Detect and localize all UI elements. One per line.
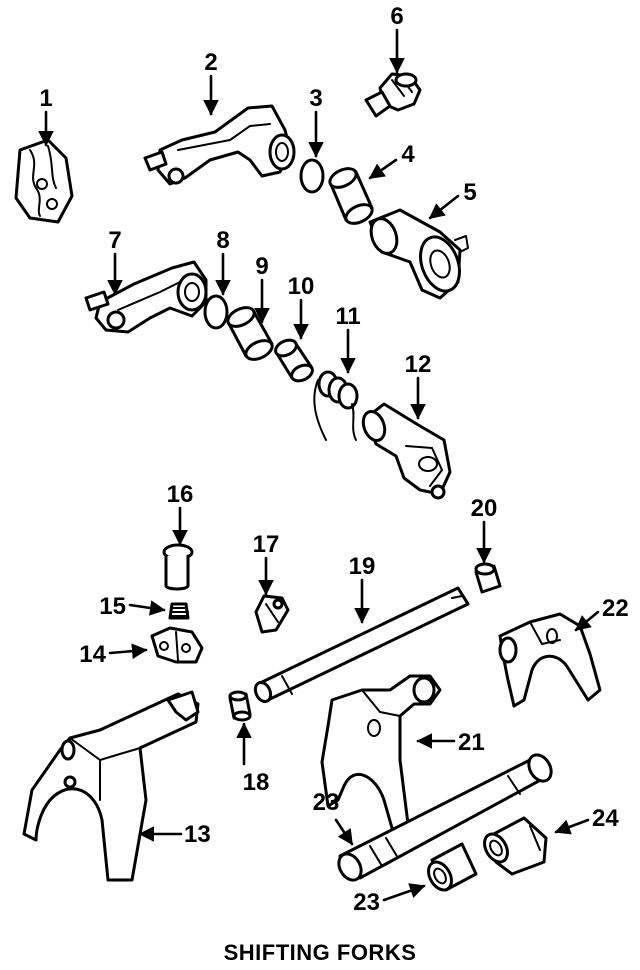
part-16-plug[interactable] (162, 543, 194, 591)
part-5-shift-shaft[interactable] (367, 208, 469, 300)
part-14-interlock[interactable] (150, 626, 204, 664)
callout-18: 18 (243, 769, 270, 796)
callout-16: 16 (167, 481, 194, 508)
part-3-o-ring[interactable] (299, 158, 325, 194)
part-22-shift-fork[interactable] (498, 612, 602, 708)
part-18-bushing[interactable] (228, 690, 252, 722)
callout-20: 20 (471, 495, 498, 522)
part-19-shift-rail[interactable] (252, 586, 470, 704)
callout-3: 3 (309, 85, 322, 112)
part-8-o-ring[interactable] (203, 294, 229, 330)
part-6-switch[interactable] (364, 72, 422, 118)
callout-7: 7 (108, 227, 121, 254)
callout-17: 17 (253, 531, 280, 558)
callout-21: 21 (458, 729, 485, 756)
part-7-shift-lever[interactable] (84, 260, 208, 334)
callout-4: 4 (401, 141, 415, 168)
part-1-bracket[interactable] (14, 138, 74, 224)
part-11-spring[interactable] (313, 370, 359, 441)
leader-arrows (38, 28, 600, 902)
part-17-detent[interactable] (254, 594, 290, 634)
callout-24: 24 (592, 805, 619, 832)
part-24-collar[interactable] (480, 816, 548, 876)
callout-10: 10 (288, 273, 315, 300)
callout-23-upper: 23 (313, 789, 340, 816)
callout-11: 11 (335, 303, 360, 330)
callout-2: 2 (204, 49, 217, 76)
diagram-title: SHIFTING FORKS (224, 940, 417, 965)
part-10-bushing[interactable] (273, 337, 315, 384)
callout-15: 15 (99, 593, 126, 620)
part-23-shift-rail[interactable] (334, 751, 555, 884)
part-9-bushing[interactable] (225, 304, 275, 363)
part-12-shift-shaft[interactable] (359, 402, 452, 500)
part-2-shift-lever[interactable] (143, 104, 296, 186)
callout-labels: 1 2 3 4 5 6 7 8 9 10 11 12 13 14 15 16 1… (39, 3, 628, 916)
callout-23-lower: 23 (353, 889, 380, 916)
callout-13: 13 (184, 821, 211, 848)
callout-8: 8 (216, 227, 229, 254)
callout-9: 9 (255, 253, 268, 280)
part-15-spring[interactable] (168, 602, 190, 620)
callout-22: 22 (602, 595, 629, 622)
part-4-bushing[interactable] (327, 165, 375, 227)
callout-1: 1 (39, 85, 52, 112)
callout-19: 19 (349, 553, 376, 580)
part-23-bushing[interactable] (424, 842, 478, 894)
callout-6: 6 (390, 3, 403, 30)
part-20-bushing[interactable] (474, 562, 502, 594)
callout-12: 12 (405, 351, 432, 378)
part-13-shift-fork[interactable] (22, 690, 200, 882)
callout-5: 5 (463, 179, 476, 206)
callout-14: 14 (79, 641, 106, 668)
part-21-shift-fork[interactable] (320, 674, 442, 844)
